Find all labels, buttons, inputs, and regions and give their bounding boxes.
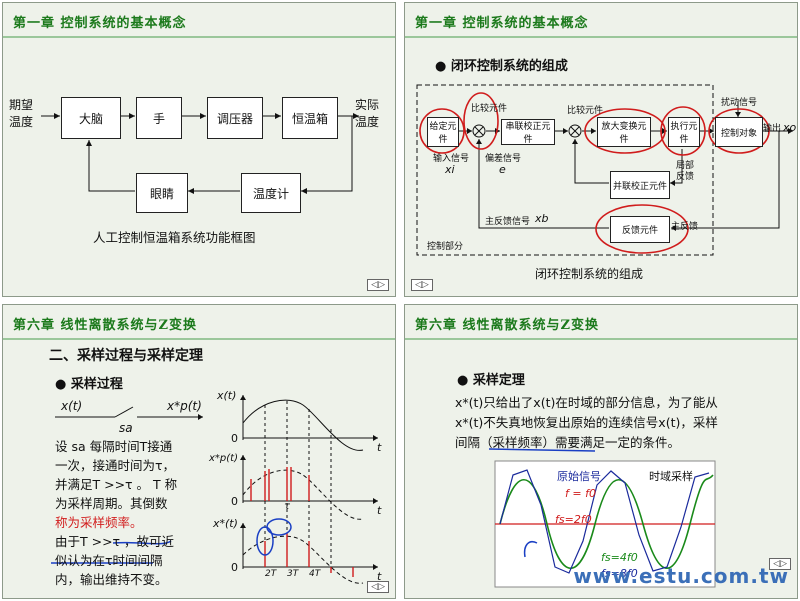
t-axis-label-3: t xyxy=(377,570,382,583)
switch-name-label: sa xyxy=(119,421,133,435)
control-part-label: 控制部分 xyxy=(427,242,464,252)
slide-title: 第六章 线性离散系统与Z变换 xyxy=(13,318,198,333)
tick-3T: 3T xyxy=(287,569,299,579)
title-divider xyxy=(3,36,395,38)
switch-input-label: x(t) xyxy=(61,399,83,413)
sampling-plots xyxy=(51,395,378,584)
sampling-period-line: 为采样周期。其倒数 xyxy=(55,496,168,511)
actuator-block: 执行元件 xyxy=(668,117,700,147)
legend-original: 原始信号 xyxy=(557,470,601,483)
main-feedback-signal-label: 主反馈信号 xyxy=(485,217,531,227)
bullet-heading: ● 闭环控制系统的组成 xyxy=(435,59,568,74)
slide-4[interactable]: 第六章 线性离散系统与Z变换 ● 采样定理 x*(t)只给出了x(t)在时域的部… xyxy=(404,304,798,599)
tau-label: τ xyxy=(284,501,291,512)
bullet-heading: ● 采样过程 xyxy=(55,377,123,392)
sampling-description: 设 sa 每隔时间T接通 一次，接通时间为τ， 并满足T >>τ 。 T 称 为… xyxy=(55,437,235,589)
zero-label-2: 0 xyxy=(231,495,238,508)
legend-fs2: fs=2f0 xyxy=(555,513,592,526)
sampling-theorem-plot xyxy=(488,448,716,588)
local-feedback-label: 局部反馈 xyxy=(676,161,695,182)
legend-fs4: fs=4f0 xyxy=(601,551,638,564)
plot-label-xt: x(t) xyxy=(217,389,237,402)
bullet-heading: ● 采样定理 xyxy=(457,373,525,388)
closed-loop-diagram xyxy=(416,84,793,256)
regulator-block: 调压器 xyxy=(207,97,263,139)
legend-f-eq: f = f0 xyxy=(565,487,596,500)
input-label: 期望温度 xyxy=(9,98,34,129)
parallel-correction-block: 并联校正元件 xyxy=(610,171,670,199)
input-signal-label: 输入信号 xyxy=(433,154,470,164)
t-axis-label-1: t xyxy=(377,441,382,454)
main-feedback-label: 主反馈 xyxy=(671,222,699,232)
slide-nav-icon[interactable]: ◁▷ xyxy=(411,279,433,291)
diagram-caption: 人工控制恒温箱系统功能框图 xyxy=(93,230,256,245)
slide-title: 第一章 控制系统的基本概念 xyxy=(13,16,187,31)
title-divider xyxy=(405,338,797,340)
slide-2[interactable]: 第一章 控制系统的基本概念 ● 闭环控制系统的组成 xyxy=(404,2,798,297)
series-correction-block: 串联校正元件 xyxy=(501,119,555,145)
plot-label-xs: x*(t) xyxy=(213,517,238,530)
compare-label-1: 比较元件 xyxy=(471,104,508,114)
slide-title: 第一章 控制系统的基本概念 xyxy=(415,16,589,31)
thermometer-block: 温度计 xyxy=(241,173,301,213)
oven-block: 恒温箱 xyxy=(282,97,338,139)
brain-block: 大脑 xyxy=(61,97,121,139)
title-divider xyxy=(405,36,797,38)
plot-label-xp: x*p(t) xyxy=(209,453,238,464)
xo-label: xo xyxy=(783,121,797,134)
slide-nav-icon[interactable]: ◁▷ xyxy=(367,581,389,593)
t-axis-label-2: t xyxy=(377,504,382,517)
slide-3[interactable]: 第六章 线性离散系统与Z变换 二、采样过程与采样定理 ● 采样过程 xyxy=(2,304,396,599)
eyes-block: 眼睛 xyxy=(136,173,188,213)
slide-nav-icon[interactable]: ◁▷ xyxy=(367,279,389,291)
slide-nav-icon[interactable]: ◁▷ xyxy=(769,558,791,570)
disturbance-label: 扰动信号 xyxy=(721,98,758,108)
output-label: 输出 xyxy=(763,124,782,134)
legend-time-domain: 时域采样 xyxy=(649,470,693,483)
tick-4T: 4T xyxy=(309,569,321,579)
sampling-theorem-text: x*(t)只给出了x(t)在时域的部分信息，为了能从 x*(t)不失真地恢复出原… xyxy=(455,395,718,450)
amplifier-block: 放大变换元件 xyxy=(597,117,651,147)
xi-label: xi xyxy=(445,163,455,176)
error-signal-label: 偏差信号 xyxy=(485,154,522,164)
xb-label: xb xyxy=(535,212,549,225)
site-watermark: www.estu.com.tw xyxy=(573,564,789,588)
block-diagram-arrows xyxy=(41,113,359,194)
slide-1[interactable]: 第一章 控制系统的基本概念 期望温度 实际温度 大脑 手 调压器 恒温箱 眼睛 … xyxy=(2,2,396,297)
feedback-element-block: 反馈元件 xyxy=(610,216,670,243)
slide-title: 第六章 线性离散系统与Z变换 xyxy=(415,318,600,333)
setpoint-element-block: 给定元件 xyxy=(427,117,459,147)
controlled-object-block: 控制对象 xyxy=(715,117,763,147)
legend-fs8: fs=8f0 xyxy=(601,567,638,580)
zero-label-3: 0 xyxy=(231,561,238,574)
section-heading: 二、采样过程与采样定理 xyxy=(49,348,203,364)
output-label: 实际温度 xyxy=(355,98,380,129)
tick-2T: 2T xyxy=(265,569,277,579)
compare-label-2: 比较元件 xyxy=(567,106,604,116)
zero-label-1: 0 xyxy=(231,432,238,445)
e-label: e xyxy=(499,163,506,176)
switch-output-label: x*p(t) xyxy=(167,399,202,413)
title-divider xyxy=(3,338,395,340)
diagram-caption: 闭环控制系统的组成 xyxy=(535,267,644,281)
hand-block: 手 xyxy=(136,97,182,139)
